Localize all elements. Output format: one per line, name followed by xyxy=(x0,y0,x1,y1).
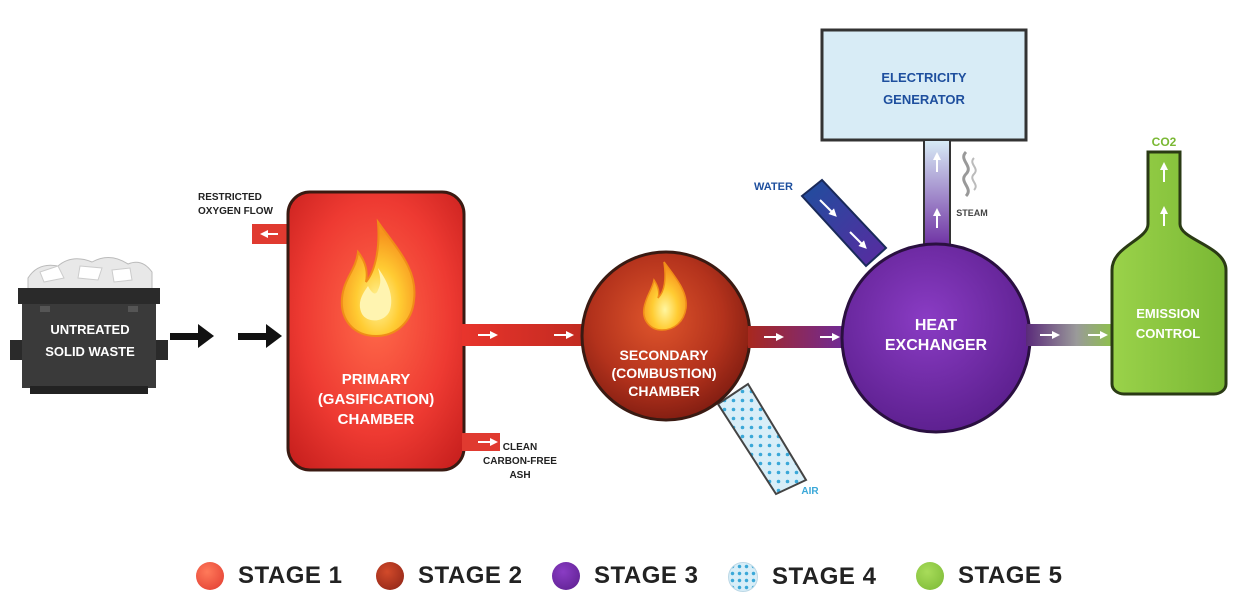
pipe-heat-emission xyxy=(1026,324,1118,346)
legend-label: STAGE 3 xyxy=(594,562,699,589)
legend: STAGE 1 STAGE 2 STAGE 3 STAGE 4 STAGE 5 xyxy=(0,556,1233,600)
secondary-label-line1: SECONDARY xyxy=(620,347,710,363)
legend-label: STAGE 2 xyxy=(418,562,523,589)
secondary-label-line2: (COMBUSTION) xyxy=(612,365,717,381)
generator-label-line2: GENERATOR xyxy=(883,92,965,107)
secondary-label-line3: CHAMBER xyxy=(628,383,700,399)
steam-icon xyxy=(962,150,977,198)
emission-label-line2: CONTROL xyxy=(1136,326,1200,341)
pipe-primary-secondary xyxy=(462,324,588,346)
air-pipe xyxy=(716,382,808,496)
dumpster-icon xyxy=(10,257,168,394)
legend-item-stage-2: STAGE 2 xyxy=(376,562,522,590)
legend-label: STAGE 4 xyxy=(772,563,877,590)
oxygen-label-line2: OXYGEN FLOW xyxy=(198,206,274,217)
emission-control xyxy=(1110,150,1228,396)
water-label: WATER xyxy=(754,181,793,193)
legend-label: STAGE 1 xyxy=(238,562,343,589)
ash-label-line1: CLEAN xyxy=(503,442,537,453)
pipe-secondary-heat xyxy=(748,326,852,348)
primary-label-line1: PRIMARY xyxy=(342,371,411,388)
gasification-diagram: UNTREATED SOLID WASTE RESTRICTED OXYGEN … xyxy=(10,28,1228,497)
legend-swatch xyxy=(196,562,224,590)
flame-icon xyxy=(340,218,416,338)
water-pipe xyxy=(800,178,888,268)
electricity-generator xyxy=(820,28,1028,142)
waste-label-line2: SOLID WASTE xyxy=(45,344,135,359)
legend-item-stage-1: STAGE 1 xyxy=(196,562,342,590)
generator-label-line1: ELECTRICITY xyxy=(881,70,967,85)
arrow-icon xyxy=(170,324,282,348)
emission-label-line1: EMISSION xyxy=(1136,306,1200,321)
legend-item-stage-3: STAGE 3 xyxy=(552,562,698,590)
legend-swatch xyxy=(552,562,580,590)
air-label: AIR xyxy=(801,486,819,497)
co2-label: CO2 xyxy=(1152,135,1177,149)
legend-swatch xyxy=(376,562,404,590)
steam-label: STEAM xyxy=(956,208,988,218)
flame-icon xyxy=(642,261,687,331)
legend-swatch xyxy=(728,562,758,592)
oxygen-label-line1: RESTRICTED xyxy=(198,192,262,203)
primary-label-line2: (GASIFICATION) xyxy=(318,391,434,408)
legend-swatch xyxy=(916,562,944,590)
ash-label-line2: CARBON-FREE xyxy=(483,456,557,467)
steam-pipe xyxy=(923,139,951,251)
legend-item-stage-5: STAGE 5 xyxy=(916,562,1062,590)
legend-item-stage-4: STAGE 4 xyxy=(728,562,876,592)
legend-label: STAGE 5 xyxy=(958,562,1063,589)
heat-label-line2: EXCHANGER xyxy=(885,337,988,354)
waste-label-line1: UNTREATED xyxy=(50,322,129,337)
ash-label-line3: ASH xyxy=(509,470,530,481)
primary-label-line3: CHAMBER xyxy=(338,411,415,428)
heat-label-line1: HEAT xyxy=(915,317,958,334)
